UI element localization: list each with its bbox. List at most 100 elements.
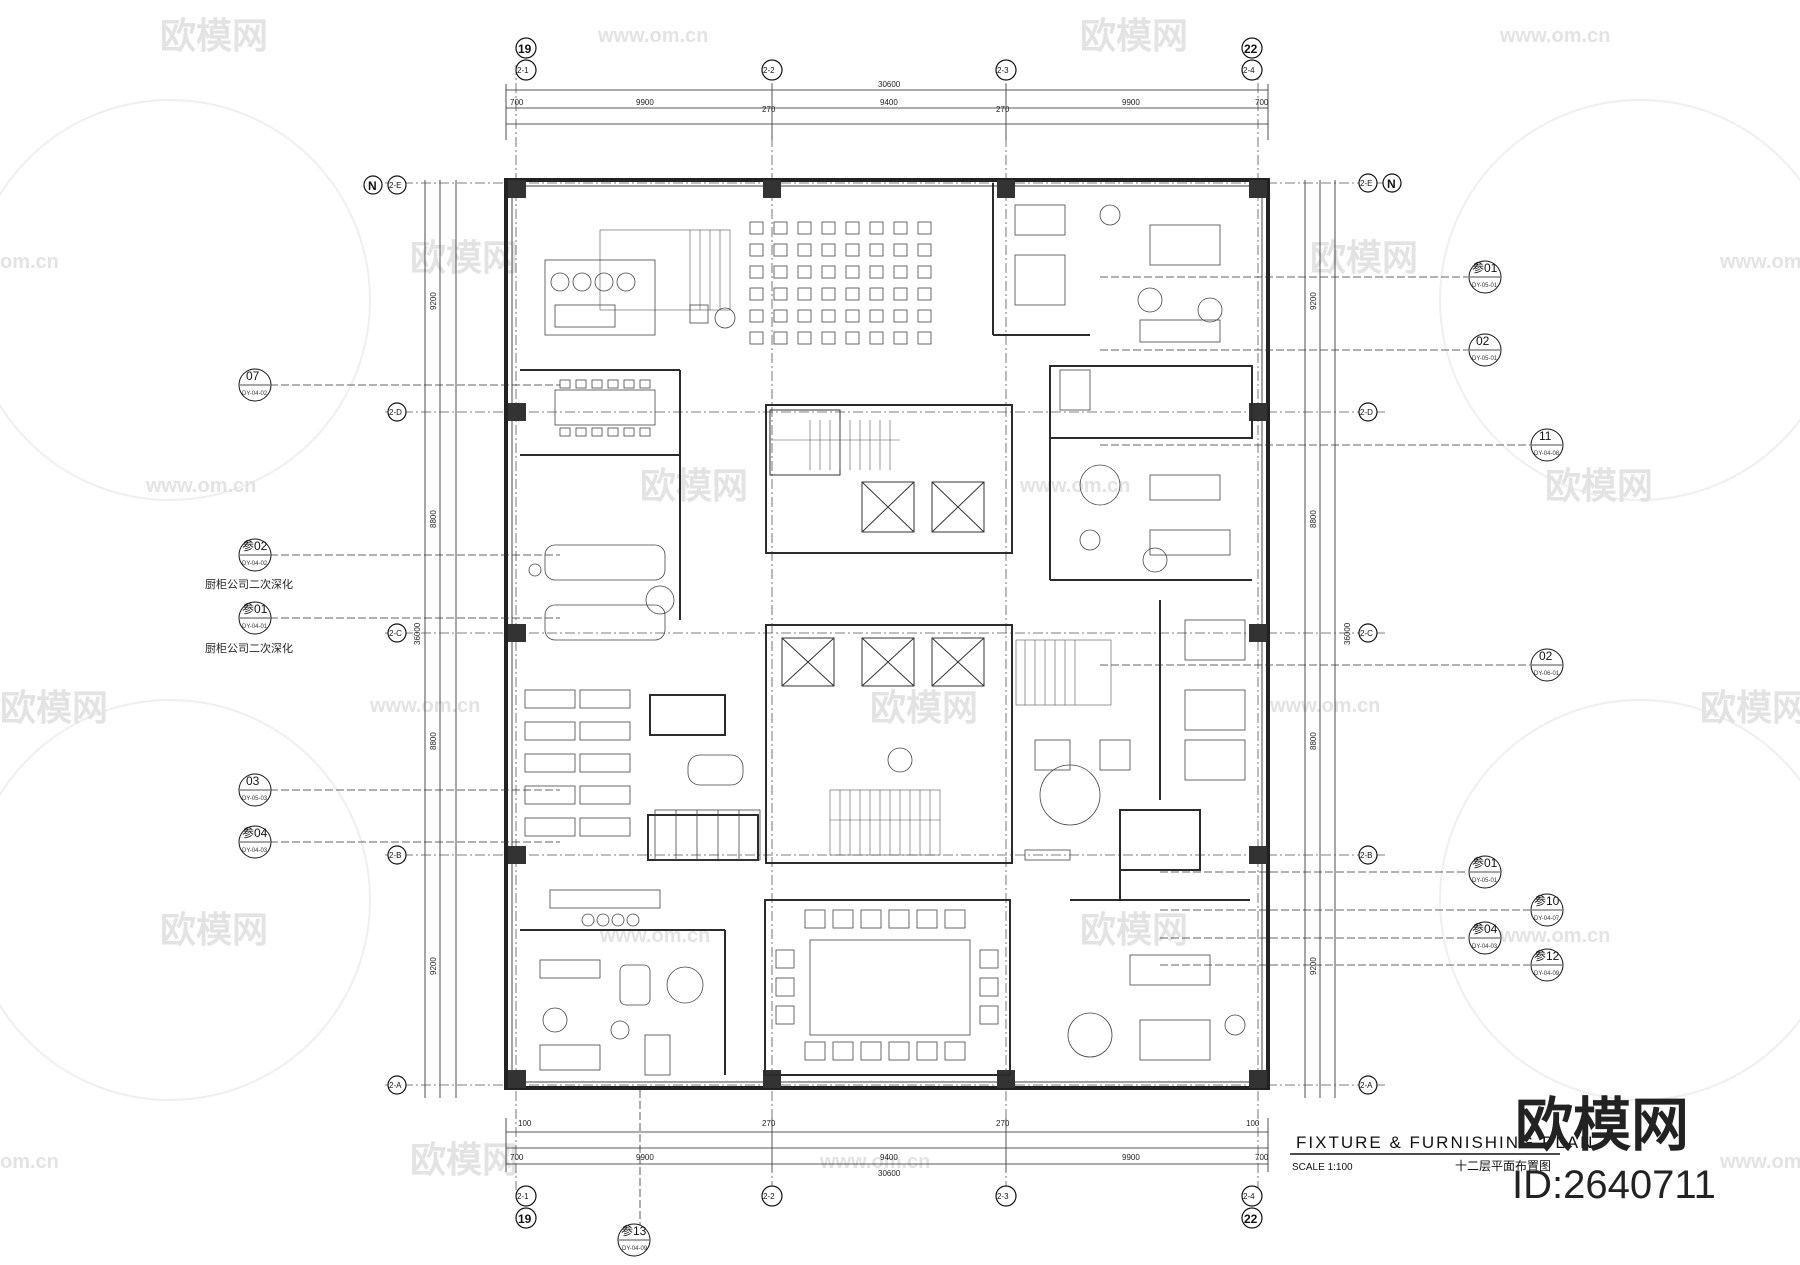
axis-marker-19-top: 19 2-1 xyxy=(515,37,537,81)
row-axis-label: 2-D xyxy=(1360,408,1373,417)
watermark-url: www.om.cn xyxy=(1719,251,1800,273)
tag-sub: DY-04-03 xyxy=(242,848,268,854)
axis-sub-label: 2-1 xyxy=(517,1192,529,1201)
conference-chair xyxy=(979,977,999,997)
meeting-chair xyxy=(591,379,603,389)
axis-marker-22-bottom: 2-4 22 xyxy=(1241,1185,1263,1229)
meeting-chair xyxy=(591,427,603,437)
vertical-dimension: 9200 xyxy=(1309,292,1318,310)
tag-label: 参13 xyxy=(621,1223,647,1238)
overall-dimension-top: 30600 xyxy=(878,80,901,89)
drawing-title-en: FIXTURE & FURNISHING PLAN xyxy=(1296,1133,1594,1152)
brand-logo-text: 欧模网 xyxy=(1515,1093,1689,1158)
section-tag-right-ref12: 参12 DY-04-09 xyxy=(1530,948,1564,982)
workstation-desk xyxy=(524,753,576,773)
training-seat xyxy=(797,221,812,235)
axis-sub-label: 2-2 xyxy=(763,66,775,75)
axis-number: 19 xyxy=(518,42,532,56)
conference-chair xyxy=(775,1005,795,1025)
axis-number: 19 xyxy=(518,1212,532,1226)
tag-sub: DY-04-09 xyxy=(622,1246,648,1252)
training-seat xyxy=(869,309,884,323)
axis-marker-22-top: 22 2-4 xyxy=(1241,37,1263,81)
tag-sub: DY-05-01 xyxy=(1472,283,1498,289)
watermark-url: www.om.cn xyxy=(1019,475,1130,497)
bay-dimension: 9900 xyxy=(1122,98,1140,107)
tag-sub: DY-04-09 xyxy=(1534,971,1560,977)
conference-chair xyxy=(775,949,795,969)
tag-label: 11 xyxy=(1539,429,1552,443)
bay-dimension: 9400 xyxy=(880,1153,898,1162)
conference-chair xyxy=(888,1041,910,1061)
section-tag-ref01: 参01 DY-04-01 厨柜公司二次深化 xyxy=(205,601,293,655)
watermark-brand: 欧模网 xyxy=(640,465,748,506)
training-seat xyxy=(821,287,836,301)
training-seat xyxy=(773,221,788,235)
tag-sub: DY-04-03 xyxy=(1472,944,1498,950)
meeting-chair xyxy=(575,379,587,389)
watermark-brand: 欧模网 xyxy=(160,909,268,950)
training-seat xyxy=(917,221,932,235)
drawing-title-block: FIXTURE & FURNISHING PLAN SCALE 1:100 十二… xyxy=(1290,1133,1594,1173)
row-axis-label: 2-D xyxy=(389,408,402,417)
training-seat xyxy=(917,309,932,323)
watermark-brand: 欧模网 xyxy=(870,687,978,728)
training-seat xyxy=(797,265,812,279)
north-marker-left: N xyxy=(363,175,383,195)
training-seat xyxy=(845,265,860,279)
training-seat xyxy=(845,331,860,345)
training-seat xyxy=(821,243,836,257)
meeting-chairs xyxy=(559,379,651,437)
conference-chair xyxy=(832,1041,854,1061)
right-axis-markers: 2-E N 2-D 2-C 2-B 2-A xyxy=(1358,173,1402,1095)
side-dimension-lines xyxy=(424,180,1336,1098)
conference-chair xyxy=(832,909,854,929)
conference-chair xyxy=(888,909,910,929)
training-seat xyxy=(773,331,788,345)
tag-label: 参02 xyxy=(242,538,268,553)
watermark-brand: 欧模网 xyxy=(160,15,268,56)
bottom-dimension-text: 9900 9400 9900 30600 700 700 100 100 270… xyxy=(510,1119,1269,1178)
training-seat xyxy=(869,331,884,345)
conference-chair xyxy=(944,1041,966,1061)
workstation-desk xyxy=(579,753,631,773)
watermark-url: www.om.cn xyxy=(1499,25,1610,47)
watermark-url: www.om.cn xyxy=(1499,925,1610,947)
axis-number: 22 xyxy=(1244,42,1258,56)
workstation-desk xyxy=(524,817,576,837)
training-seat xyxy=(797,243,812,257)
col-dimension: 270 xyxy=(996,105,1010,114)
open-workstations xyxy=(524,689,631,837)
top-axis-markers: 19 2-1 2-2 2-3 22 2-4 xyxy=(515,37,1263,81)
section-tag-ref13: 参13 DY-04-09 xyxy=(617,1223,651,1257)
tag-sub: DY-04-08 xyxy=(1534,451,1560,457)
training-seat xyxy=(749,243,764,257)
edge-small-dimension: 100 xyxy=(1246,1119,1260,1128)
edge-dimension: 700 xyxy=(510,1153,524,1162)
drawing-scale: SCALE 1:100 xyxy=(1292,1162,1353,1173)
tag-label: 02 xyxy=(1476,334,1490,348)
watermark-url: www.om.cn xyxy=(1719,1151,1800,1173)
edge-dimension: 700 xyxy=(1255,98,1269,107)
conference-chair xyxy=(979,1005,999,1025)
watermark-url: www.om.cn xyxy=(819,1151,930,1173)
furniture-layer xyxy=(524,204,1246,1076)
watermark-brand: 欧模网 xyxy=(410,1139,518,1180)
training-seat xyxy=(749,287,764,301)
training-seat xyxy=(893,287,908,301)
tag-label: 07 xyxy=(246,369,260,383)
tag-sub: DY-05-01 xyxy=(1472,878,1498,884)
workstation-desk xyxy=(524,785,576,805)
tag-label: 03 xyxy=(246,774,260,788)
training-seat xyxy=(749,221,764,235)
tag-sub: DY-04-07 xyxy=(1534,916,1560,922)
section-tag-ref02: 参02 DY-04-02 厨柜公司二次深化 xyxy=(205,538,293,591)
tag-note: 厨柜公司二次深化 xyxy=(205,577,293,591)
section-tag-right-11: 11 DY-04-08 xyxy=(1530,428,1564,462)
north-label: N xyxy=(368,179,377,193)
meeting-chair xyxy=(575,427,587,437)
training-seat xyxy=(917,331,932,345)
tag-label: 参01 xyxy=(1472,260,1498,275)
